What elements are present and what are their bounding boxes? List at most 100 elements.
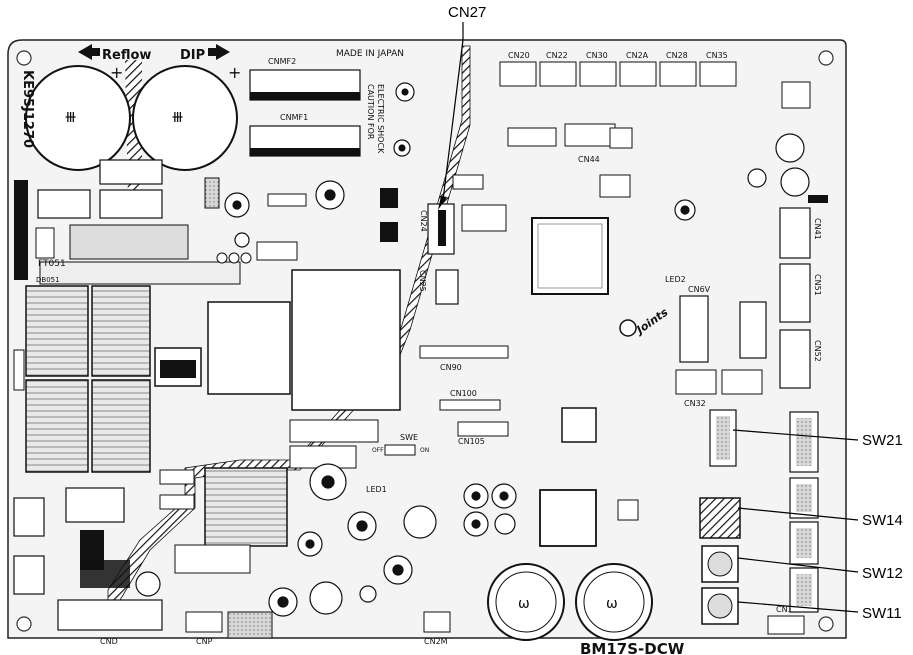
ic-ic021 <box>599 174 631 198</box>
svg-text:OFF: OFF <box>372 447 384 454</box>
caution-line2: ELECTRIC SHOCK <box>376 84 385 154</box>
connector-cn3s <box>781 81 811 109</box>
svg-text:CN41: CN41 <box>813 218 822 240</box>
svg-text:CN100: CN100 <box>450 389 477 398</box>
connector-cnp: CNP <box>185 611 223 646</box>
heat-block <box>14 180 28 280</box>
ic-ic002 <box>461 204 507 232</box>
ft051-label: FT051 <box>38 259 66 269</box>
db051-block <box>39 261 241 285</box>
svg-text:⧻: ⧻ <box>171 107 184 126</box>
svg-text:CN90: CN90 <box>440 363 462 372</box>
svg-text:SWE: SWE <box>400 433 418 442</box>
made-in-japan: MADE IN JAPAN <box>336 49 404 59</box>
db051-label: DB051 <box>36 276 60 284</box>
svg-text:CN52: CN52 <box>813 340 822 362</box>
model-number: BM17S-DCW <box>580 640 685 655</box>
connector-cn52: CN52 <box>779 329 822 389</box>
thermistor-circles <box>747 133 810 197</box>
connector-cn80 <box>739 301 767 359</box>
electrolytic-capacitor-c052: ⧻ + <box>25 63 131 171</box>
heatsink-block <box>289 419 379 443</box>
ph-connectors <box>13 497 45 595</box>
ic-ic201 <box>561 407 597 443</box>
callout-sw11-label: SW11 <box>862 605 902 622</box>
svg-text:ω: ω <box>606 596 618 612</box>
dip-switch-column-inner <box>796 418 812 606</box>
connector-cn24: CN24 <box>419 203 455 255</box>
connector-cn44: CN44 <box>507 123 616 164</box>
led2-label: LED2 <box>665 275 686 284</box>
rotary-switch-sw12 <box>701 545 739 583</box>
svg-text:CN32: CN32 <box>776 605 798 614</box>
svg-text:CN28: CN28 <box>666 51 688 60</box>
svg-text:CN25: CN25 <box>418 270 427 292</box>
ic-tsb1 <box>256 241 298 261</box>
electrolytic-capacitor-c053: ⧻ + <box>132 63 241 171</box>
connector-cn100: CN100 <box>439 389 501 411</box>
svg-text:+: + <box>228 63 241 82</box>
reflow-dip-marking: Reflow DIP <box>78 44 230 63</box>
callout-cn27-label: CN27 <box>448 4 486 21</box>
svg-text:ω: ω <box>518 596 530 612</box>
svg-text:CN44: CN44 <box>578 155 600 164</box>
svg-text:CN105: CN105 <box>458 437 485 446</box>
power-ic-block <box>291 269 401 411</box>
dip-label: DIP <box>180 48 205 63</box>
rotary-switch-sw11 <box>701 587 739 625</box>
connector-cn25: CN25 <box>418 269 459 305</box>
reflow-label: Reflow <box>102 48 151 63</box>
main-mcu <box>531 217 609 295</box>
svg-text:CND: CND <box>100 637 118 646</box>
mounting-holes <box>16 50 834 632</box>
inductor-la401: ω <box>487 563 565 641</box>
svg-text:CN32: CN32 <box>684 399 706 408</box>
rotary-switch-sw14 <box>699 497 741 539</box>
svg-text:CN30: CN30 <box>586 51 608 60</box>
svg-text:CNP: CNP <box>196 637 213 646</box>
small-electrolytic-caps <box>224 82 696 248</box>
svg-text:+: + <box>110 63 123 82</box>
ac-block <box>13 349 25 391</box>
part-number: KE95J1270 <box>20 70 35 148</box>
bridge-rectifier <box>69 224 189 260</box>
connector-cn90: CN90 <box>419 345 509 372</box>
dip-switch-sw21 <box>709 409 737 467</box>
power-capacitors <box>135 463 517 617</box>
connector-cn105: CN105 <box>457 421 509 446</box>
callout-sw21-label: SW21 <box>862 432 903 449</box>
led-row <box>216 252 252 264</box>
connector-cn41: CN41 <box>779 207 822 259</box>
transformer-block <box>207 301 291 395</box>
line-filter-inductors <box>25 285 151 473</box>
switching-transformer <box>204 467 288 547</box>
led1-label: LED1 <box>366 485 387 494</box>
pin-header <box>227 611 273 639</box>
svg-text:⧻: ⧻ <box>64 107 77 126</box>
svg-text:CN22: CN22 <box>546 51 568 60</box>
svg-text:CNMF1: CNMF1 <box>280 113 308 122</box>
top-connector-row: CN20 CN22 CN30 CN2A CN28 CN35 <box>499 51 737 87</box>
connector-cnd: CND <box>57 599 163 646</box>
svg-text:CN6V: CN6V <box>688 285 711 294</box>
ic-ic003 <box>452 174 484 190</box>
swe-jumper: SWE OFF ON <box>372 433 429 456</box>
fuse-holder <box>35 227 55 259</box>
ic-ic601 <box>539 489 597 547</box>
connector-cn2m: CN2M <box>423 611 451 646</box>
svg-text:CN2M: CN2M <box>424 637 448 646</box>
connector-cn32-bottom: CN32 <box>767 605 805 635</box>
connector-cn51: CN51 <box>779 263 822 323</box>
fuse-f1 <box>65 487 125 523</box>
callout-sw21: SW21 <box>732 429 903 449</box>
svg-text:ON: ON <box>420 447 429 454</box>
varistor-znr202 <box>80 560 130 588</box>
connector-cn32-upper: CN32 <box>675 369 763 408</box>
svg-text:CN51: CN51 <box>813 274 822 296</box>
svg-text:CNMF2: CNMF2 <box>268 57 296 66</box>
svg-text:CN2A: CN2A <box>626 51 649 60</box>
callout-sw12-label: SW12 <box>862 565 903 582</box>
connector-cn6v: CN6V <box>679 285 711 363</box>
svg-text:CN24: CN24 <box>419 210 428 232</box>
inductor-la402: ω <box>575 563 653 641</box>
